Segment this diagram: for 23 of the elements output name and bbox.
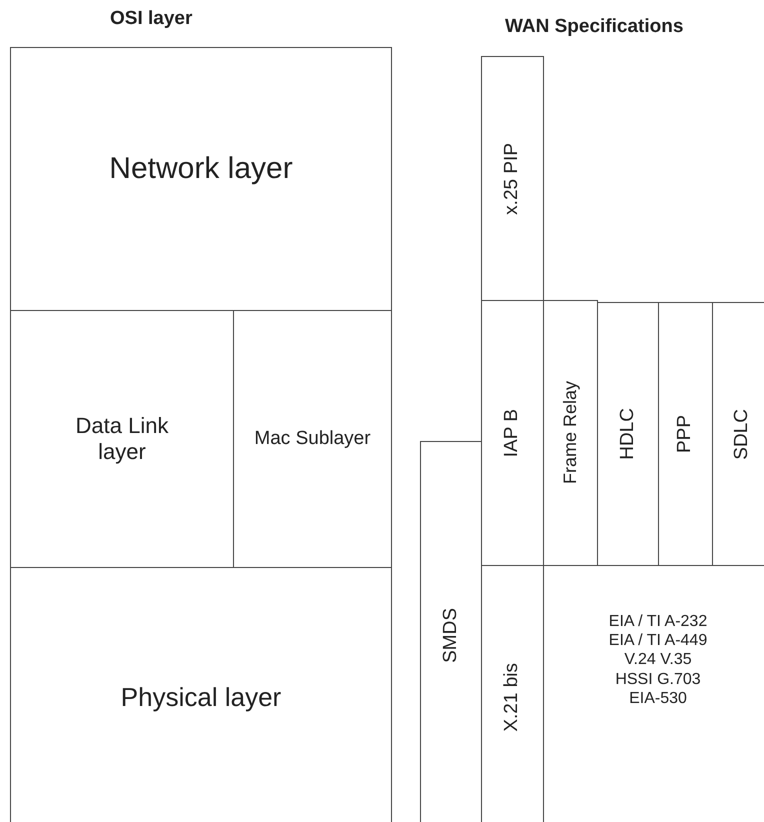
vertical-label: PPP bbox=[674, 414, 696, 454]
standard-name: HSSI G.703 bbox=[615, 670, 701, 689]
layer-box bbox=[10, 47, 392, 311]
protocol-box bbox=[420, 441, 482, 822]
vertical-label: Frame Relay bbox=[560, 381, 581, 485]
vertical-label: HDLC bbox=[616, 408, 639, 460]
column-heading: OSI layer bbox=[110, 8, 192, 30]
layer-label: Network layer bbox=[109, 151, 293, 187]
vertical-label: x.25 PIP bbox=[501, 142, 524, 214]
column-heading: WAN Specifications bbox=[505, 16, 684, 38]
standard-name: V.24 V.35 bbox=[624, 650, 692, 670]
vertical-label: X.21 bis bbox=[501, 662, 524, 732]
standard-name: EIA / TI A-232 bbox=[608, 612, 708, 632]
vertical-label: IAP B bbox=[501, 408, 524, 458]
protocol-box bbox=[481, 56, 544, 301]
standard-name: EIA / TI A-449 bbox=[608, 631, 708, 650]
vertical-label: SDLC bbox=[730, 408, 753, 460]
layer-label: Data Link layer bbox=[74, 412, 170, 466]
layer-label: Mac Sublayer bbox=[254, 428, 371, 450]
standard-name: EIA-530 bbox=[629, 688, 687, 708]
vertical-label: SMDS bbox=[440, 608, 462, 662]
layer-box bbox=[10, 567, 392, 822]
layer-label: Physical layer bbox=[120, 682, 282, 714]
